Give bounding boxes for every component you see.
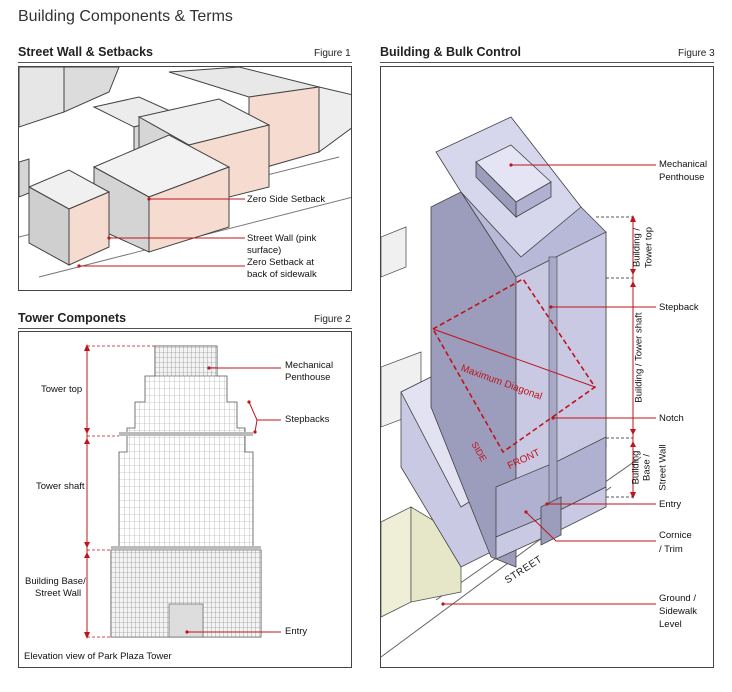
label-base-v1: Building (630, 450, 642, 485)
label-tower-shaft: Tower shaft (36, 481, 85, 492)
label-mech-penthouse-1: Mechanical (285, 360, 334, 371)
label-base-v2: Base / (641, 454, 653, 481)
label-street-wall: Street Wall (pink surface) (247, 233, 317, 256)
label-f3-ground-1: Ground / (659, 593, 696, 604)
fig1-heading: Street Wall & Setbacks (18, 45, 154, 59)
label-zero-side-setback: Zero Side Setback (247, 194, 326, 205)
page-title: Building Components & Terms (18, 8, 233, 25)
label-f3-stepback: Stepback (659, 302, 699, 313)
fig1-rule (18, 62, 352, 63)
label-f3-cornice-2: / Trim (659, 544, 683, 555)
fig3-heading: Building & Bulk Control (380, 45, 521, 59)
label-entry: Entry (285, 626, 308, 637)
label-tower-top-v1: Building / (631, 227, 643, 268)
label-stepbacks: Stepbacks (285, 414, 330, 425)
street-wall-diagram (19, 67, 351, 290)
label-tower-top: Tower top (41, 384, 83, 395)
label-zero-setback-2: back of sidewalk (247, 269, 317, 280)
label-f3-entry: Entry (659, 499, 682, 510)
label-building-base-1: Building Base/ (25, 576, 86, 587)
label-tower-top-v2: Tower top (643, 226, 655, 269)
label-mech-penthouse-2: Penthouse (285, 372, 331, 383)
fig3-rule (380, 62, 714, 63)
label-f3-ground-2: Sidewalk (659, 606, 698, 617)
fig2-heading: Tower Componets (18, 311, 127, 325)
fig3-figure-label: Figure 3 (678, 48, 715, 59)
fig2-frame: Tower top Tower shaft Building Base/ Str… (18, 331, 352, 668)
label-f3-penthouse-2: Penthouse (659, 172, 705, 183)
label-building-base-2: Street Wall (35, 588, 82, 599)
label-f3-penthouse-1: Mechanical (659, 159, 708, 170)
bulk-control-diagram (381, 116, 656, 658)
label-f3-cornice-1: Cornice (659, 530, 692, 541)
fig2-caption: Elevation view of Park Plaza Tower (24, 651, 172, 662)
label-f3-notch: Notch (659, 413, 684, 424)
fig2-figure-label: Figure 2 (314, 314, 351, 325)
label-tower-shaft-v: Building / Tower shaft (633, 312, 645, 403)
fig2-rule (18, 328, 352, 329)
label-f3-ground-3: Level (659, 619, 682, 630)
tower-elevation-diagram (84, 344, 281, 639)
label-base-v3: Street Wall (657, 444, 669, 491)
fig3-frame: Maximum Diagonal SIDE FRONT STREET Build… (380, 66, 714, 668)
label-zero-setback-1: Zero Setback at (247, 257, 315, 268)
fig1-figure-label: Figure 1 (314, 48, 351, 59)
fig1-frame: Zero Side Setback Street Wall (pink surf… (18, 66, 352, 291)
